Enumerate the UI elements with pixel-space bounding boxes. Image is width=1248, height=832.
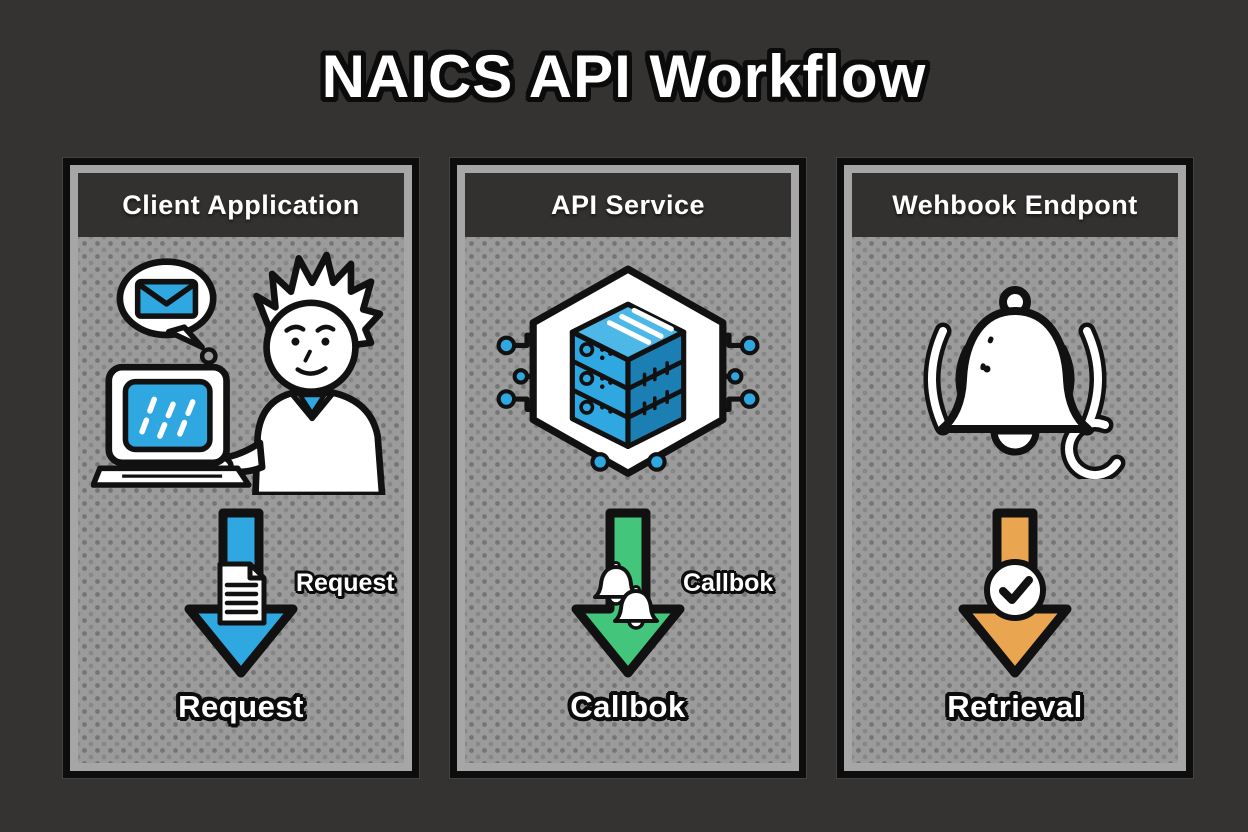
panel-frame: API Service	[465, 173, 791, 763]
check-circle-icon	[984, 559, 1046, 621]
notification-bells-icon	[593, 561, 659, 630]
panel-frame: Wehbook Endpont	[852, 173, 1178, 763]
panel-frame: Client Application	[78, 173, 404, 763]
panel-header-label: API Service	[550, 189, 706, 220]
panel-body: Retrieval	[852, 237, 1178, 763]
envelope-icon	[134, 278, 199, 319]
person-icon	[197, 251, 386, 495]
request-arrow: Request	[180, 507, 395, 679]
panel-header-label: Client Application	[122, 189, 360, 220]
bell-icon	[593, 561, 639, 606]
panel-header: API Service	[465, 173, 791, 237]
panel-header: Client Application	[78, 173, 404, 237]
ringing-bell-icon	[923, 286, 1126, 479]
computer-icon	[91, 363, 252, 488]
panel-webhook-endpoint: Wehbook Endpont	[837, 158, 1193, 778]
callback-arrow: Callbok	[567, 507, 773, 679]
panel-body: Request Request	[78, 237, 404, 763]
person-at-computer-icon	[91, 251, 386, 495]
panel-header: Wehbook Endpont	[852, 173, 1178, 237]
arrow-side-label: Callbok	[683, 569, 774, 597]
panel-header-label: Wehbook Endpont	[892, 189, 1138, 220]
circuit-node-dots	[496, 335, 760, 472]
panel-caption: Request	[178, 689, 304, 724]
server-hexagon-icon	[496, 265, 760, 477]
panel-caption: Retrieval	[947, 689, 1083, 724]
page-title: NAICS API Workflow	[321, 43, 927, 110]
panel-caption: Callbok	[570, 689, 686, 724]
retrieval-arrow	[954, 507, 1076, 679]
document-icon	[217, 561, 267, 626]
bell-icon	[613, 585, 659, 630]
panel-client-application: Client Application	[63, 158, 419, 778]
arrow-side-label: Request	[296, 569, 395, 597]
speech-bubble-icon	[116, 258, 218, 365]
panel-api-service: API Service	[450, 158, 806, 778]
server-stack-icon	[569, 301, 687, 450]
panel-body: Callbok Callbok	[465, 237, 791, 763]
bell-body-icon	[938, 286, 1092, 456]
